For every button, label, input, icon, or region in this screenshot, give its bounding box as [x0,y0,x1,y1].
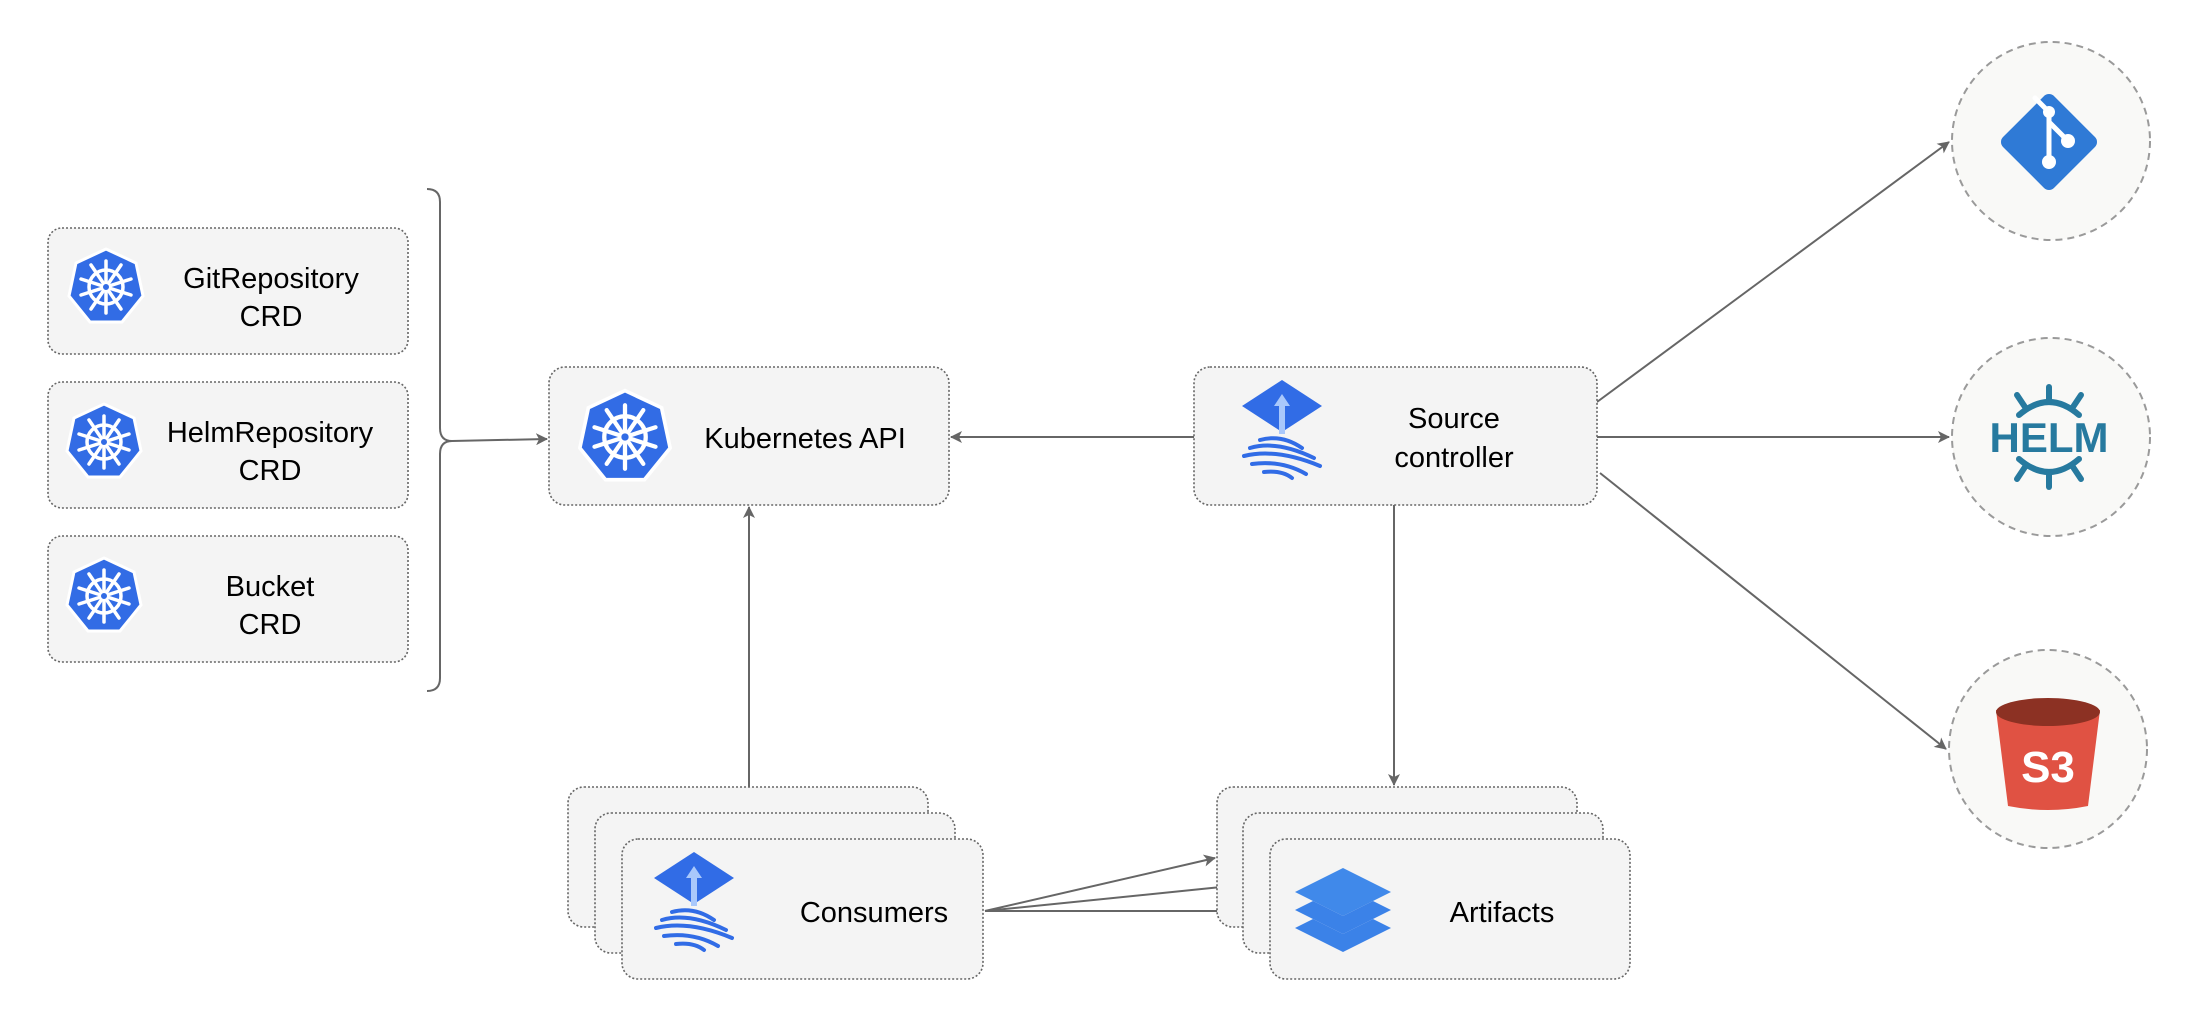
git-icon [2000,93,2098,191]
helm-logo-text: HELM [1990,414,2109,461]
s3-node[interactable]: S3 [1948,649,2148,849]
node-label: Kubernetes API [704,423,906,455]
node-label: Source [1408,403,1500,435]
edge-consumers-to-artifacts-1 [984,854,1216,912]
node-label: controller [1394,442,1514,474]
node-label: Artifacts [1450,897,1555,929]
node-label: CRD [240,301,303,333]
edge-source-to-s3 [1599,472,1947,750]
artifacts-node[interactable]: Artifacts [1216,786,1631,980]
edge-consumers-to-artifacts-2 [984,880,1242,912]
node-label: HelmRepository [167,417,374,449]
kubernetes-api-node[interactable]: Kubernetes API [548,366,950,506]
kubernetes-icon [65,402,143,479]
edge-crds-to-api [451,433,548,446]
kubernetes-icon [580,391,670,480]
kubernetes-icon [65,556,143,633]
consumers-node[interactable]: Consumers [567,786,984,980]
s3-logo-text: S3 [2021,743,2075,792]
kubernetes-icon [67,247,145,324]
node-label: Consumers [800,897,948,929]
git-node[interactable] [1951,41,2151,241]
source-controller-node[interactable]: Source controller [1193,366,1598,506]
node-label: GitRepository [183,263,359,295]
edge-source-to-git [1596,141,1950,403]
helm-repository-crd-node[interactable]: HelmRepository CRD [47,381,409,509]
s3-bucket-icon [1996,698,2100,810]
git-repository-crd-node[interactable]: GitRepository CRD [47,227,409,355]
node-label: CRD [239,609,302,641]
bucket-crd-node[interactable]: Bucket CRD [47,535,409,663]
node-label: CRD [239,455,302,487]
helm-node[interactable]: HELM [1951,337,2151,537]
node-label: Bucket [226,571,315,603]
helm-icon [2014,384,2084,490]
crd-brace [426,188,453,692]
